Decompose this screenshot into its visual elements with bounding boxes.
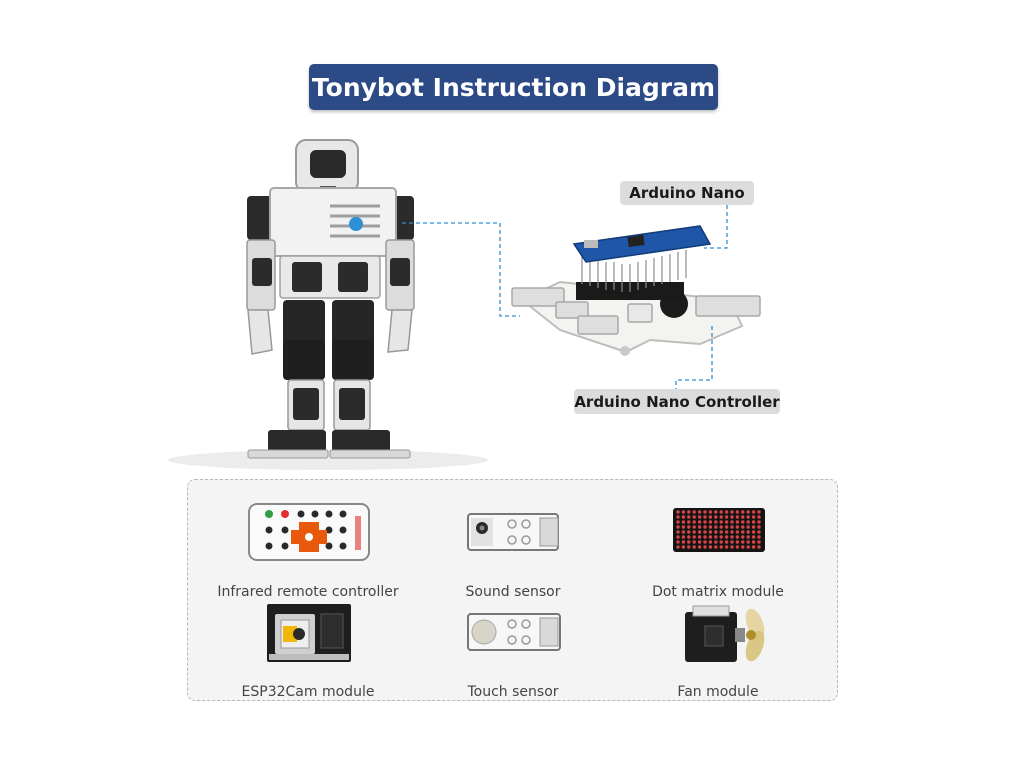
robot-right-thigh: [332, 300, 374, 346]
modules-panel: Infrared remote controller Sound sensor …: [187, 479, 838, 701]
dot-matrix-icon: [673, 508, 765, 552]
label-arduino-nano: Arduino Nano: [620, 181, 754, 205]
module-sound-sensor: Sound sensor: [408, 500, 618, 600]
module-label: ESP32Cam module: [241, 684, 375, 700]
diagram-title: Tonybot Instruction Diagram: [309, 64, 718, 110]
robot-head-servo: [310, 150, 346, 178]
module-dot-matrix: Dot matrix module: [613, 500, 823, 600]
remote-icon: [248, 503, 370, 561]
robot-right-foot: [332, 430, 390, 452]
module-label: Fan module: [677, 684, 759, 700]
leader-robot-to-controller: [402, 222, 520, 317]
tonybot-robot-image: [246, 139, 415, 459]
connector-lines: [402, 205, 728, 389]
module-touch-sensor: Touch sensor: [408, 600, 618, 700]
touch-sensor-icon: [467, 613, 561, 651]
module-label: Touch sensor: [467, 684, 559, 700]
robot-left-foot: [268, 430, 326, 452]
robot-left-hand: [247, 309, 273, 355]
arduino-controller-image: [511, 225, 761, 356]
esp32cam-icon: [267, 604, 351, 662]
robot-chest-indicator: [349, 217, 363, 231]
module-esp32cam: ESP32Cam module: [203, 600, 413, 700]
robot-torso: [269, 187, 397, 257]
robot-left-thigh: [283, 300, 325, 346]
sound-sensor-icon: [467, 513, 559, 551]
leader-controller-label: [675, 326, 713, 389]
module-label: Sound sensor: [465, 584, 561, 600]
module-label: Dot matrix module: [652, 584, 784, 600]
module-fan: Fan module: [613, 600, 823, 700]
robot-right-hand: [387, 309, 413, 353]
module-label: Infrared remote controller: [217, 584, 399, 600]
leader-nano-label: [704, 205, 728, 249]
module-infrared-remote: Infrared remote controller: [203, 500, 413, 600]
connector-left: [511, 287, 565, 307]
connector-right: [695, 295, 761, 317]
label-arduino-nano-controller: Arduino Nano Controller: [574, 389, 780, 414]
fan-icon: [685, 605, 765, 662]
